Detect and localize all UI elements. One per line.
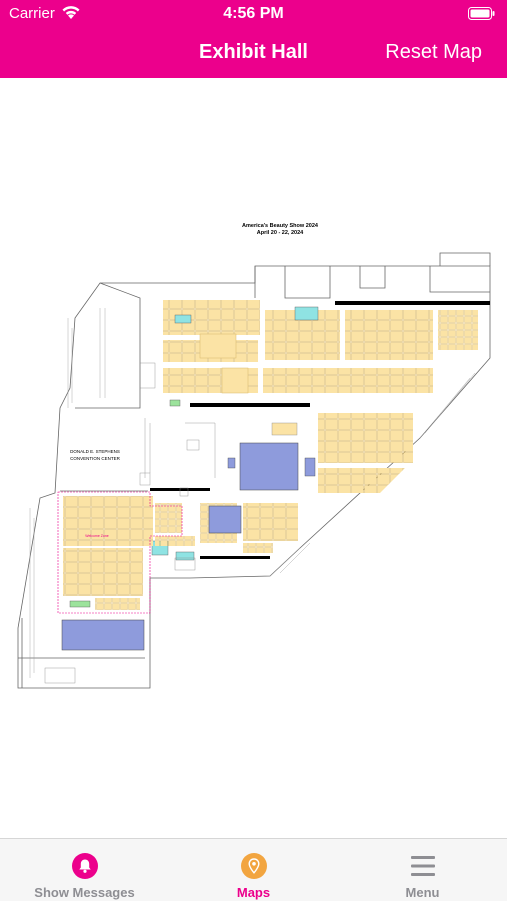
booth-small[interactable]	[179, 487, 189, 497]
tab-label: Maps	[236, 885, 271, 900]
floor-plan[interactable]: America's Beauty Show 2024 April 20 - 22…	[0, 78, 507, 838]
welcome-zone-label: Welcome Zone	[85, 534, 109, 538]
tab-label: Menu	[405, 885, 440, 900]
feature-green[interactable]	[169, 399, 181, 407]
feature-hall-main[interactable]	[239, 442, 299, 491]
feature-teal[interactable]	[174, 314, 192, 324]
booth-block[interactable]	[243, 503, 298, 541]
status-bar: Carrier 4:56 PM	[0, 0, 507, 30]
wifi-icon	[62, 6, 80, 19]
bell-icon	[72, 853, 98, 879]
hamburger-menu-icon	[411, 856, 435, 876]
location-pin-icon	[241, 853, 267, 879]
exhibit-hall-map[interactable]: America's Beauty Show 2024 April 20 - 22…	[0, 78, 507, 838]
venue-name-line1: DONALD E. STEPHENS	[70, 449, 120, 454]
booth-block[interactable]	[63, 548, 143, 596]
booth-block[interactable]	[318, 413, 413, 463]
feature-hall-small[interactable]	[227, 457, 236, 469]
feature-teal[interactable]	[294, 306, 319, 321]
wall	[200, 556, 270, 559]
reset-map-button[interactable]: Reset Map	[385, 41, 482, 63]
wall	[335, 301, 490, 305]
booth-block[interactable]	[263, 368, 433, 393]
feature-hall-small[interactable]	[304, 457, 316, 477]
booth-block[interactable]	[155, 503, 182, 533]
tab-bar: Show Messages Maps Menu	[0, 838, 507, 901]
feature-hall-mid[interactable]	[208, 505, 242, 534]
tab-menu[interactable]: Menu	[338, 839, 507, 901]
battery-icon	[468, 7, 495, 20]
misc-markings	[44, 362, 216, 684]
tab-label: Show Messages	[34, 885, 135, 900]
feature-hall-bottom[interactable]	[61, 619, 145, 651]
booth-small[interactable]	[186, 439, 200, 451]
booth-block[interactable]	[438, 310, 478, 350]
booth-block[interactable]	[155, 536, 195, 546]
booth-block[interactable]	[345, 310, 433, 360]
feature-green[interactable]	[69, 600, 91, 608]
booth-block[interactable]	[95, 598, 140, 610]
tab-show-messages[interactable]: Show Messages	[0, 839, 169, 901]
outline-details	[29, 308, 476, 678]
booth-block[interactable]	[318, 468, 405, 493]
booth-large[interactable]	[221, 367, 249, 394]
map-header-title: America's Beauty Show 2024	[242, 223, 319, 229]
wall	[190, 403, 310, 407]
page-title: Exhibit Hall	[199, 41, 308, 63]
booth-block[interactable]	[243, 543, 273, 553]
clock: 4:56 PM	[223, 5, 284, 22]
booth-small[interactable]	[271, 422, 298, 436]
map-header-dates: April 20 - 22, 2024	[257, 230, 304, 236]
navigation-bar: Exhibit Hall Reset Map	[0, 30, 507, 78]
booth-block[interactable]	[63, 496, 153, 546]
tab-maps[interactable]: Maps	[169, 839, 338, 901]
carrier-label: Carrier	[9, 5, 55, 22]
venue-name-line2: CONVENTION CENTER	[70, 456, 121, 461]
welcome-zone-outline	[57, 491, 183, 614]
booth-large[interactable]	[199, 333, 237, 359]
feature-teal[interactable]	[175, 551, 195, 561]
